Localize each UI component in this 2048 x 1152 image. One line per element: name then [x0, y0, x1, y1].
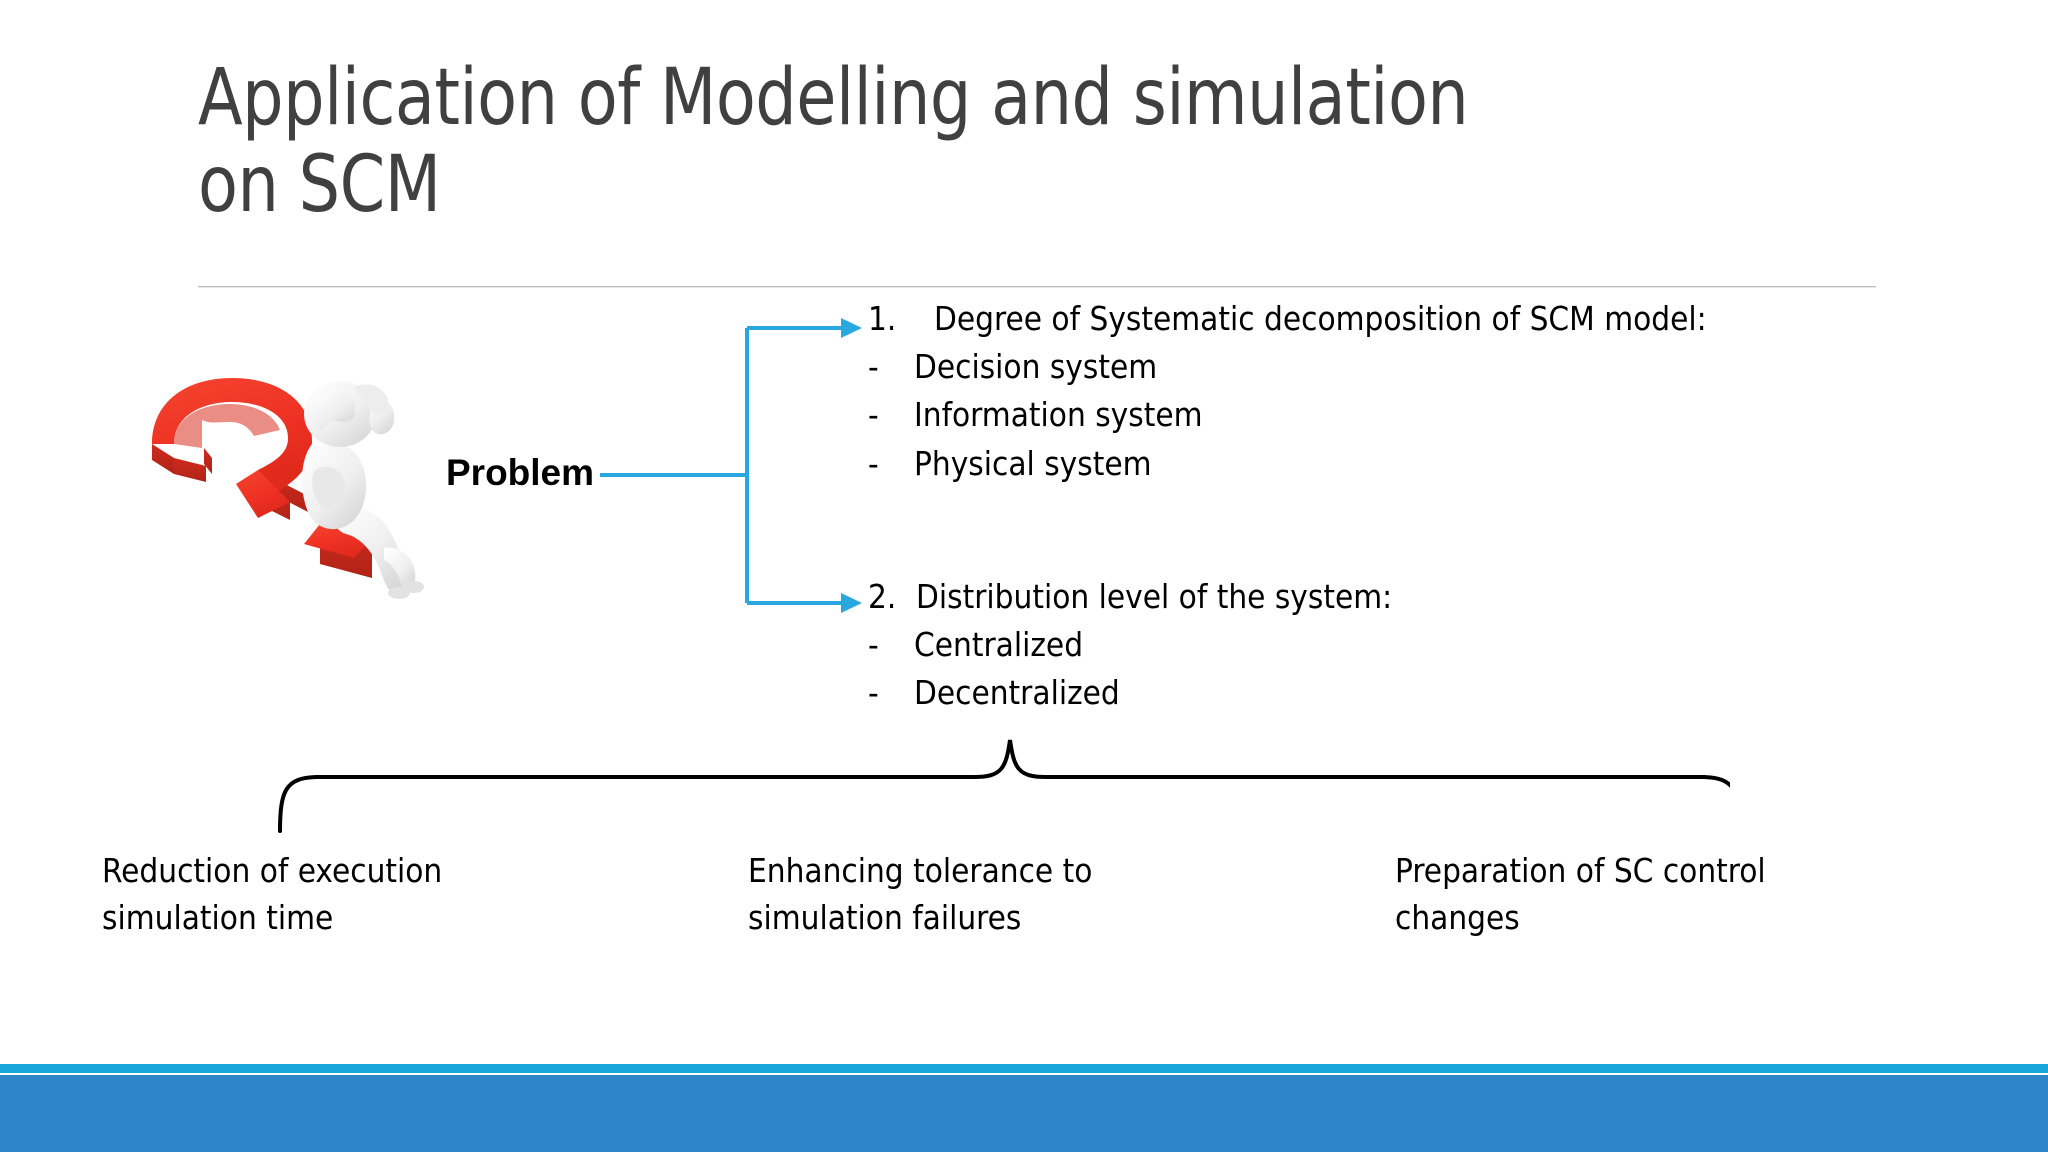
- title-block: Application of Modelling and simulation …: [198, 53, 1818, 231]
- list-item-label: Decision system: [914, 347, 1158, 386]
- list-item: - Decentralized: [868, 673, 1868, 713]
- list-item: - Physical system: [868, 443, 1868, 483]
- bullet-dash: -: [868, 625, 879, 664]
- branch-1-number: 1.: [868, 299, 897, 338]
- branch-1-sub-list: - Decision system - Information system -…: [868, 349, 1868, 481]
- page-title: Application of Modelling and simulation …: [198, 53, 1469, 231]
- list-item: - Decision system: [868, 347, 1868, 386]
- list-item: - Information system: [868, 395, 1868, 435]
- branch-2-heading-text: Distribution level of the system:: [916, 577, 1393, 616]
- branch-2-sub-list: - Centralized - Decentralized: [868, 627, 1868, 711]
- branch-1-heading-text: Degree of Systematic decomposition of SC…: [934, 299, 1707, 338]
- branch-2-arrowhead: [841, 593, 862, 613]
- list-item: - Centralized: [868, 625, 1868, 664]
- footer-main-bar: [0, 1075, 2048, 1152]
- branch-group-2: 2. Distribution level of the system: - C…: [868, 580, 1868, 711]
- problem-label: Problem: [446, 452, 595, 493]
- footer-accent-bar: [0, 1064, 2048, 1073]
- list-item-label: Information system: [914, 395, 1203, 435]
- question-mark-thinking-person-icon: [140, 352, 440, 612]
- title-divider: [198, 286, 1876, 288]
- list-item-label: Physical system: [914, 443, 1152, 483]
- bullet-dash: -: [868, 395, 879, 435]
- bullet-dash: -: [868, 443, 879, 483]
- branch-2-heading: 2. Distribution level of the system:: [868, 580, 1868, 613]
- branch-1-arrowhead: [841, 318, 862, 338]
- branch-1-heading: 1. Degree of Systematic decomposition of…: [868, 302, 1868, 335]
- outcome-caption-1: Reduction of execution simulation time: [102, 851, 443, 937]
- outcomes-curly-brace: [260, 738, 1742, 833]
- branch-group-1: 1. Degree of Systematic decomposition of…: [868, 302, 1868, 481]
- bullet-dash: -: [868, 673, 879, 713]
- outcome-caption-3: Preparation of SC control changes: [1395, 851, 1766, 937]
- bullet-dash: -: [868, 347, 879, 386]
- outcome-caption-2: Enhancing tolerance to simulation failur…: [748, 851, 1093, 937]
- list-item-label: Decentralized: [914, 673, 1120, 713]
- branch-connector-lines: [584, 300, 900, 640]
- list-item-label: Centralized: [914, 625, 1084, 664]
- branch-2-number: 2.: [868, 577, 897, 616]
